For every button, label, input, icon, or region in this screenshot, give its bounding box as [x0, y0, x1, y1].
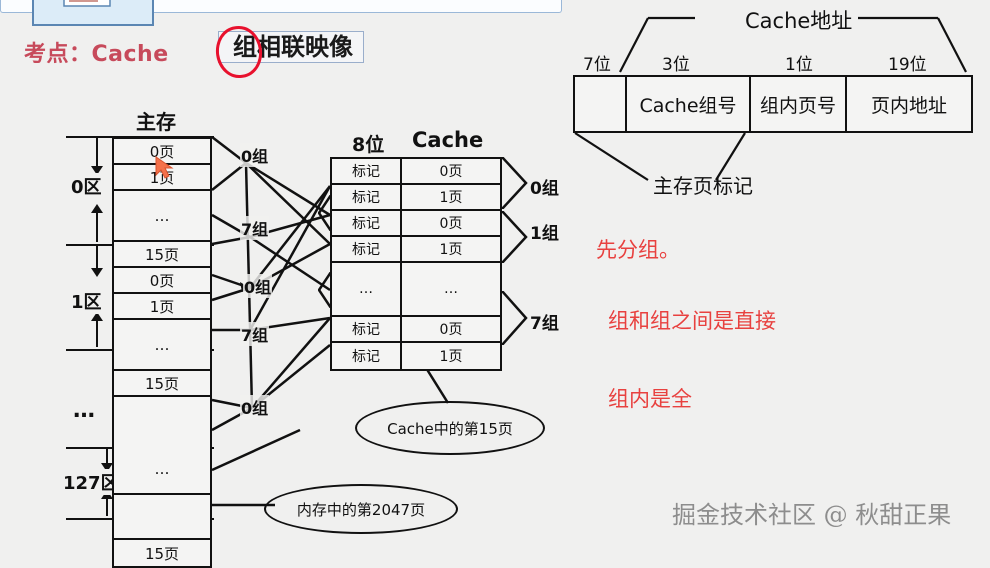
- cache-page-cell: 1页: [439, 190, 463, 206]
- table-row: 标记 1页: [332, 185, 500, 211]
- cache-tag-cell: 标记: [352, 349, 380, 365]
- cache-tag-cell: 标记: [352, 242, 380, 258]
- table-row: 标记 1页: [332, 237, 500, 263]
- document-preview-icon: [50, 0, 130, 18]
- region-label-ellipsis: …: [72, 398, 99, 423]
- mapping-label-1: 7组: [240, 216, 270, 240]
- mapping-label-4: 0组: [240, 395, 270, 419]
- cache-group-bracket-0: [502, 157, 528, 209]
- main-memory-table: 0页 1页 … 15页 0页 1页 … 15页 … 15页: [112, 137, 212, 568]
- table-row: …: [114, 445, 210, 495]
- cache-tag-cell: 标记: [352, 164, 380, 180]
- addr-bits-0: 7位: [583, 55, 611, 75]
- main-memory-heading: 主存: [136, 110, 176, 134]
- addr-field-tag: [575, 77, 627, 131]
- cache-heading: Cache: [412, 128, 484, 152]
- cache-group-label-7: 7组: [530, 314, 559, 334]
- cache-tag-cell: 标记: [352, 216, 380, 232]
- table-row: … …: [332, 263, 500, 317]
- mm-cell: 15页: [144, 245, 180, 264]
- region0-bar-bottom: [96, 212, 98, 242]
- region127-bar-bottom: [106, 498, 108, 516]
- addr-field-cache-group: Cache组号: [627, 77, 751, 131]
- region1-bar-bottom: [96, 320, 98, 347]
- region0-arrow-down: [91, 166, 103, 175]
- cache-page-cell: 1页: [439, 242, 463, 258]
- cache-page-cell: 0页: [439, 216, 463, 232]
- mapping-label-0: 0组: [240, 143, 270, 167]
- region0-arrow-up: [91, 204, 103, 213]
- region-label-127: 127区: [62, 469, 120, 495]
- mm-cell: …: [154, 335, 170, 354]
- cache-page-cell: 1页: [439, 349, 463, 365]
- addr-bits-2: 1位: [785, 55, 813, 75]
- region0-bar-top: [96, 138, 98, 168]
- addr-field-page-offset: 页内地址: [870, 94, 947, 117]
- callout-text: 内存中的第2047页: [296, 500, 426, 519]
- mapping-label-2: 0组: [243, 274, 273, 298]
- table-row: 0页: [114, 268, 210, 294]
- table-row: 标记 0页: [332, 159, 500, 185]
- table-row: 标记 0页: [332, 211, 500, 237]
- callout-memory-page: 内存中的第2047页: [264, 484, 458, 534]
- addr-field-page-in-group: 组内页号: [751, 77, 847, 131]
- region1-arrow-down: [91, 268, 103, 277]
- cache-group-bracket-1: [502, 211, 528, 263]
- addr-bits-3: 19位: [888, 55, 927, 75]
- table-row: 1页: [114, 294, 210, 320]
- mapping-label-3: 7组: [240, 322, 270, 346]
- cache-page-cell: …: [444, 281, 458, 297]
- note-line-1: 先分组。: [596, 238, 680, 262]
- mm-cell: 0页: [149, 271, 175, 290]
- table-row: 15页: [114, 371, 210, 397]
- cache-input-bracket-mid: [318, 272, 332, 308]
- cache-tag-cell: 标记: [352, 190, 380, 206]
- mm-cell: 15页: [144, 544, 180, 563]
- note-line-3: 组内是全: [608, 387, 692, 411]
- callout-cache-page: Cache中的第15页: [355, 401, 545, 455]
- region127-bar-top: [106, 449, 108, 465]
- cache-group-bracket-7: [502, 291, 528, 345]
- cache-tag-width-label: 8位: [352, 134, 385, 156]
- mm-cell: 0页: [149, 142, 175, 161]
- table-row: …: [114, 191, 210, 242]
- table-row: [114, 495, 210, 540]
- table-row: 15页: [114, 242, 210, 268]
- cache-input-bracket-top: [318, 195, 332, 231]
- address-tag-caption: 主存页标记: [653, 174, 753, 198]
- table-row: 标记 0页: [332, 317, 500, 343]
- region-label-0: 0区: [70, 173, 103, 199]
- cache-tag-cell: …: [359, 281, 373, 297]
- page-title: 组相联映像: [233, 33, 353, 61]
- watermark: 掘金技术社区 @ 秋甜正果: [672, 501, 952, 529]
- cache-group-label-0: 0组: [530, 179, 559, 199]
- region1-arrow-up: [91, 312, 103, 321]
- region127-arrow-down: [101, 463, 113, 472]
- table-row: 标记 1页: [332, 343, 500, 369]
- mm-cell: 15页: [144, 374, 180, 393]
- mm-cell: …: [154, 460, 170, 478]
- addr-bits-1: 3位: [662, 55, 690, 75]
- address-diagram-title: Cache地址: [745, 9, 853, 33]
- cache-page-cell: 0页: [439, 164, 463, 180]
- cache-table: 标记 0页 标记 1页 标记 0页 标记 1页 … … 标记 0页 标记 1页: [330, 157, 502, 371]
- table-row: [114, 397, 210, 445]
- mouse-cursor: [152, 155, 178, 181]
- topic-label: 考点：Cache: [24, 42, 169, 67]
- cache-tag-cell: 标记: [352, 322, 380, 338]
- address-format-diagram: Cache组号 组内页号 页内地址: [573, 75, 973, 133]
- mm-cell: 1页: [149, 297, 175, 316]
- region-label-1: 1区: [70, 288, 103, 314]
- title-box: 组相联映像: [218, 31, 364, 63]
- note-line-2: 组和组之间是直接: [608, 309, 776, 333]
- region1-bar-top: [96, 246, 98, 270]
- table-row: …: [114, 320, 210, 371]
- cache-page-cell: 0页: [439, 322, 463, 338]
- cache-group-label-1: 1组: [530, 224, 559, 244]
- callout-text: Cache中的第15页: [387, 419, 513, 438]
- mm-cell: …: [154, 206, 170, 225]
